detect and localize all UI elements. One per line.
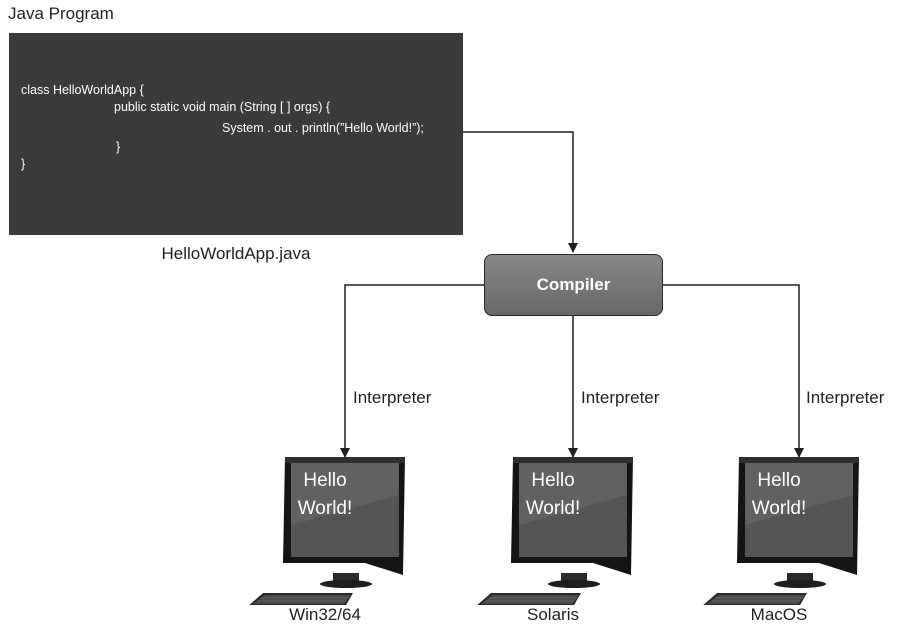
screen-text-line2: World!	[525, 498, 581, 519]
code-line-3: System . out . println(”Hello World!”);	[222, 121, 424, 135]
code-line-5: }	[21, 157, 26, 171]
compiler-box: Compiler	[484, 254, 663, 316]
compiler-to-win-arrow	[340, 284, 484, 458]
computer-macos: Hello World!	[699, 455, 859, 607]
source-filename: HelloWorldApp.java	[161, 244, 311, 263]
code-line-4: }	[116, 140, 121, 154]
code-line-1: class HelloWorldApp {	[21, 83, 144, 97]
computer-solaris: Hello World!	[473, 455, 633, 607]
os-label-macos: MacOS	[750, 605, 808, 624]
computer-icon	[247, 457, 405, 607]
compiler-label: Compiler	[536, 275, 611, 294]
screen-text-line1: Hello	[757, 470, 801, 491]
os-label-solaris: Solaris	[527, 605, 579, 624]
computer-icon	[475, 457, 633, 607]
compiler-to-macos-arrow	[663, 284, 804, 458]
diagram-title: Java Program	[8, 4, 114, 23]
screen-text-line2: World!	[751, 498, 807, 519]
computer-win: Hello World!	[245, 455, 405, 607]
os-label-win: Win32/64	[289, 605, 361, 624]
computer-icon	[701, 457, 859, 607]
source-code-panel: class HelloWorldApp { public static void…	[9, 33, 463, 235]
screen-text-line1: Hello	[531, 470, 575, 491]
code-line-2: public static void main (String [ ] orgs…	[114, 100, 331, 114]
screen-text-line2: World!	[297, 498, 353, 519]
interpreter-label-macos: Interpreter	[806, 388, 885, 407]
interpreter-label-solaris: Interpreter	[581, 388, 660, 407]
code-to-compiler-arrow	[463, 131, 578, 253]
interpreter-label-win: Interpreter	[353, 388, 432, 407]
screen-text-line1: Hello	[303, 470, 347, 491]
